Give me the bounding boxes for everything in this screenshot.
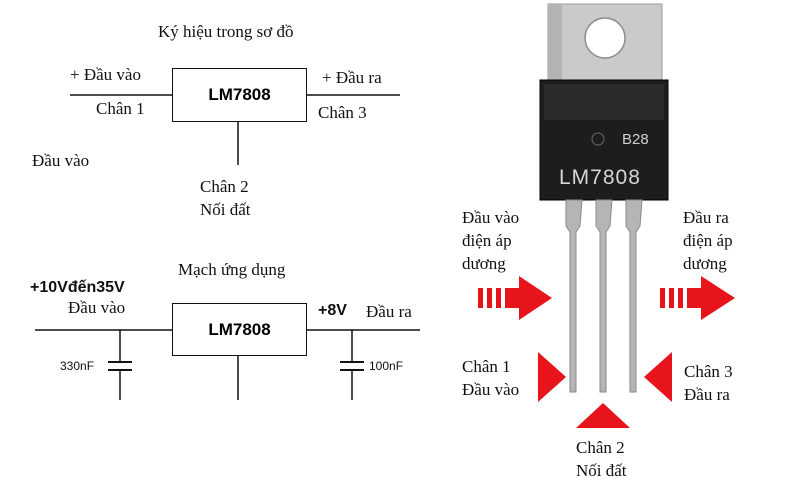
symbol-pin3-label: Chân 3 bbox=[318, 103, 367, 122]
app-chip-box: LM7808 bbox=[172, 303, 307, 356]
left-arrow-label: Đầu vào điện áp dương bbox=[462, 208, 520, 273]
photo-pin3-label: Chân 3 Đầu ra bbox=[684, 362, 733, 404]
right-output-arrow bbox=[660, 276, 735, 320]
symbol-output-label: + Đầu ra bbox=[322, 68, 382, 87]
photo-pin2-label: Chân 2 Nối đất bbox=[576, 438, 627, 480]
symbol-input-label: + Đầu vào bbox=[70, 65, 141, 84]
input-capacitor-label: 330nF bbox=[60, 359, 95, 373]
pin-2 bbox=[595, 199, 613, 393]
manufacturer-logo bbox=[591, 132, 605, 146]
body-marking-part: LM7808 bbox=[559, 166, 641, 189]
mounting-hole bbox=[584, 17, 626, 59]
body-marking-code: B28 bbox=[622, 131, 649, 148]
app-voltage-in: +10Vđến35V bbox=[30, 279, 125, 296]
pin2-triangle bbox=[576, 403, 630, 428]
input-capacitor-symbol bbox=[108, 330, 132, 400]
pin1-triangle bbox=[538, 352, 566, 402]
symbol-pin2-function: Nối đất bbox=[200, 200, 251, 219]
right-arrow-label: Đầu ra điện áp dương bbox=[683, 208, 733, 273]
symbol-chip-box: LM7808 bbox=[172, 68, 307, 122]
app-output-label: Đầu ra bbox=[366, 302, 412, 321]
app-input-label: Đầu vào bbox=[68, 298, 126, 317]
lm7808-component bbox=[539, 3, 669, 393]
symbol-input-side-label: Đầu vào bbox=[32, 151, 90, 170]
app-circuit-title: Mạch ứng dụng bbox=[178, 260, 286, 279]
pin3-triangle bbox=[644, 352, 672, 402]
output-capacitor-symbol bbox=[340, 330, 364, 400]
app-voltage-out: +8V bbox=[318, 302, 347, 319]
left-input-arrow bbox=[478, 276, 552, 320]
pin-3 bbox=[625, 199, 643, 393]
output-capacitor-label: 100nF bbox=[369, 359, 404, 373]
symbol-pin1-label: Chân 1 bbox=[96, 99, 145, 118]
symbol-diagram-title: Ký hiệu trong sơ đồ bbox=[158, 22, 294, 41]
symbol-pin2-label: Chân 2 bbox=[200, 177, 249, 196]
photo-pin1-label: Chân 1 Đầu vào bbox=[462, 357, 520, 399]
pin-1 bbox=[565, 199, 583, 393]
